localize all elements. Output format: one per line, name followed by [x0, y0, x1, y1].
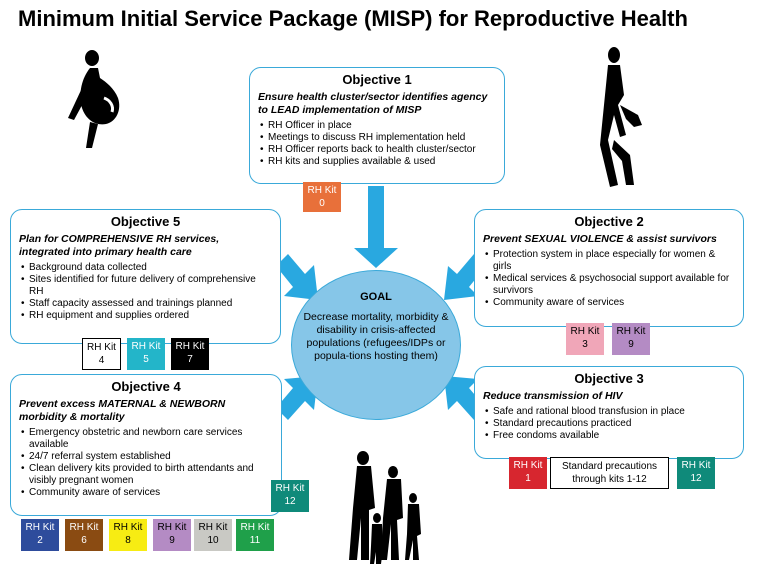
rh-kit-number: 7: [187, 354, 193, 365]
rh-kit-number: 12: [690, 473, 702, 484]
objective-5-box: Objective 5 Plan for COMPREHENSIVE RH se…: [10, 209, 281, 344]
objective-2-box: Objective 2 Prevent SEXUAL VIOLENCE & as…: [474, 209, 744, 327]
objective-5-item: RH equipment and supplies ordered: [21, 310, 272, 322]
rh-kit-6: RH Kit 6: [65, 519, 103, 551]
rh-kit-number: 12: [284, 496, 296, 507]
objective-3-title: Objective 3: [574, 371, 644, 386]
rh-kit-label: RH Kit: [240, 522, 270, 533]
objective-4-title: Objective 4: [111, 379, 181, 394]
objective-4-box: Objective 4 Prevent excess MATERNAL & NE…: [10, 374, 282, 516]
rh-kit-label: RH Kit: [175, 341, 205, 352]
rh-kit-7: RH Kit 7: [171, 338, 209, 370]
rh-kit-9: RH Kit 9: [612, 323, 650, 355]
objective-3-box: Objective 3 Reduce transmission of HIV S…: [474, 366, 744, 459]
objective-3-item: Safe and rational blood transfusion in p…: [485, 406, 735, 418]
objective-5-subtitle: Plan for COMPREHENSIVE RH services, inte…: [19, 233, 220, 258]
woman-carrying-figure: [600, 47, 642, 187]
rh-kit-number: 2: [37, 535, 43, 546]
rh-kit-3: RH Kit 3: [566, 323, 604, 355]
objective-1-item: Meetings to discuss RH implementation he…: [260, 132, 496, 144]
rh-kit-number: 3: [582, 339, 588, 350]
rh-kit-label: RH Kit: [87, 342, 116, 353]
rh-kit-number: 0: [319, 198, 325, 209]
objective-2-subtitle: Prevent SEXUAL VIOLENCE & assist survivo…: [483, 233, 717, 245]
objective-4-subtitle: Prevent excess MATERNAL & NEWBORN morbid…: [19, 398, 226, 423]
rh-kit-2: RH Kit 2: [21, 519, 59, 551]
objective-4-item: 24/7 referral system established: [21, 451, 273, 463]
objective-3-item: Standard precautions practiced: [485, 418, 735, 430]
page-title: Minimum Initial Service Package (MISP) f…: [18, 6, 688, 31]
objective-2-item: Protection system in place especially fo…: [485, 249, 735, 273]
rh-kit-number: 6: [81, 535, 87, 546]
objective-5-item: Background data collected: [21, 262, 272, 274]
rh-kit-label: RH Kit: [513, 460, 543, 471]
objective-1-item: RH Officer in place: [260, 120, 496, 132]
objective-5-item: Staff capacity assessed and trainings pl…: [21, 298, 272, 310]
arrow-objective-5: [276, 254, 318, 300]
objective-1-item: RH Officer reports back to health cluste…: [260, 144, 496, 156]
rh-kit-4: RH Kit 4: [82, 338, 121, 370]
rh-kit-label: RH Kit: [198, 522, 228, 533]
objective-1-item: RH kits and supplies available & used: [260, 156, 496, 168]
rh-kit-11: RH Kit 11: [236, 519, 274, 551]
rh-kit-label: RH Kit: [275, 483, 305, 494]
rh-kit-number: 10: [207, 535, 219, 546]
goal-label: GOAL: [360, 291, 392, 303]
rh-kit-8: RH Kit 8: [109, 519, 147, 551]
arrow-objective-1: [354, 186, 398, 268]
rh-kit-5: RH Kit 5: [127, 338, 165, 370]
rh-kit-label: RH Kit: [25, 522, 55, 533]
rh-kit-12: RH Kit 12: [271, 480, 309, 512]
objective-5-title: Objective 5: [110, 214, 181, 229]
rh-kit-label: RH Kit: [131, 341, 161, 352]
rh-kit-number: 9: [169, 535, 175, 546]
objective-4-item: Clean delivery kits provided to birth at…: [21, 463, 273, 487]
rh-kit-label: RH Kit: [570, 326, 600, 337]
rh-kit-number: 11: [249, 535, 261, 546]
rh-kit-number: 4: [98, 355, 105, 366]
rh-kit-label: RH Kit: [113, 522, 143, 533]
rh-kit-label: RH Kit: [681, 460, 711, 471]
objective-2-title: Objective 2: [574, 214, 644, 229]
rh-kit-number: 9: [628, 339, 634, 350]
objective-1-title: Objective 1: [342, 72, 412, 87]
objective-2-item: Community aware of services: [485, 297, 735, 309]
rh-kit-label: RH Kit: [157, 522, 187, 533]
objective-2-item: Medical services & psychosocial support …: [485, 273, 735, 297]
rh-kit-number: 1: [525, 473, 531, 484]
objective-1-subtitle: Ensure health cluster/sector identifies …: [258, 91, 488, 116]
rh-kit-label: RH Kit: [69, 522, 99, 533]
objective-1-box: Objective 1 Ensure health cluster/sector…: [249, 67, 505, 184]
objective-3-item: Free condoms available: [485, 430, 735, 442]
goal-text: Decrease mortality, morbidity & disabili…: [303, 311, 449, 362]
standard-precautions-box: Standard precautions through kits 1-12: [550, 457, 669, 489]
rh-kit-12: RH Kit 12: [677, 457, 715, 489]
objective-4-item: Emergency obstetric and newborn care ser…: [21, 427, 273, 451]
family-figures: [349, 451, 421, 564]
rh-kit-0: RH Kit 0: [303, 182, 341, 212]
pregnant-woman-figure: [68, 50, 120, 148]
rh-kit-number: 8: [125, 535, 131, 546]
rh-kit-label: RH Kit: [307, 185, 337, 196]
rh-kit-number: 5: [143, 354, 149, 365]
rh-kit-1: RH Kit 1: [509, 457, 547, 489]
objective-4-item: Community aware of services: [21, 487, 273, 499]
objective-5-item: Sites identified for future delivery of …: [21, 274, 272, 298]
rh-kit-9: RH Kit 9: [153, 519, 191, 551]
rh-kit-10: RH Kit 10: [194, 519, 232, 551]
objective-3-subtitle: Reduce transmission of HIV: [483, 390, 623, 402]
rh-kit-label: RH Kit: [616, 326, 646, 337]
goal-circle: GOAL Decrease mortality, morbidity & dis…: [291, 270, 461, 420]
